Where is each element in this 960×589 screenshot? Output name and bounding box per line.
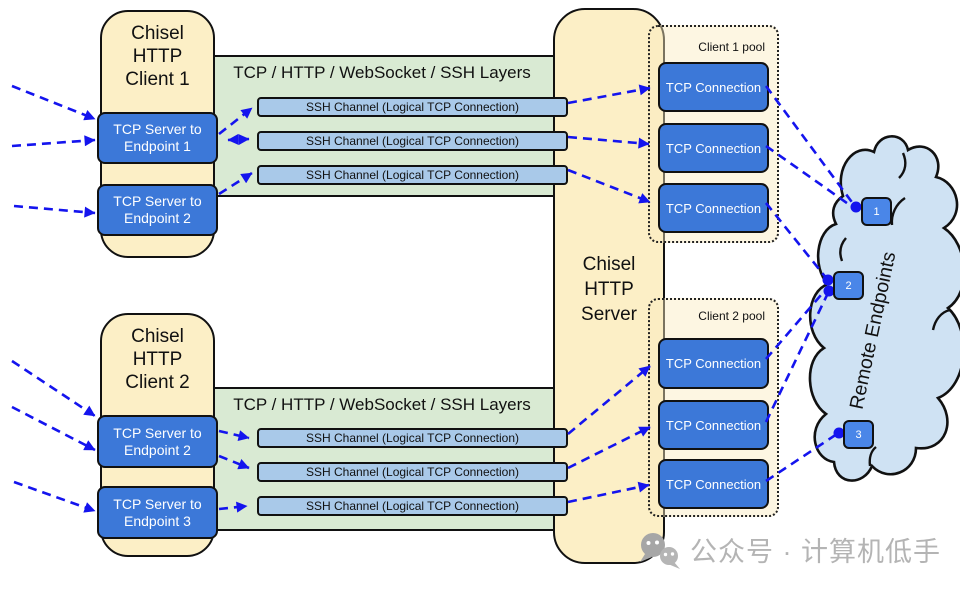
chisel-server-panel <box>553 8 665 564</box>
watermark-text: 公众号 · 计算机低手 <box>690 536 941 567</box>
endpoint-node-3: 3 <box>843 420 874 449</box>
tcp-connection-node: TCP Connection <box>658 400 769 450</box>
client-1-pool-label: Client 1 pool <box>698 40 765 54</box>
tcp-connection-node: TCP Connection <box>658 459 769 509</box>
tcp-connection-node: TCP Connection <box>658 62 769 112</box>
chisel-client-1-title: Chisel HTTP Client 1 <box>125 23 190 90</box>
tcp-server-endpoint-3-node: TCP Server to Endpoint 3 <box>97 486 218 539</box>
client-2-pool-label: Client 2 pool <box>698 309 765 323</box>
tcp-server-endpoint-1-node: TCP Server to Endpoint 1 <box>97 112 218 164</box>
endpoint-node-1: 1 <box>861 197 892 226</box>
ssh-channel-bar: SSH Channel (Logical TCP Connection) <box>257 496 568 516</box>
layers-band-2-title: TCP / HTTP / WebSocket / SSH Layers <box>233 395 531 414</box>
tcp-server-endpoint-2b-node: TCP Server to Endpoint 2 <box>97 415 218 468</box>
ssh-channel-bar: SSH Channel (Logical TCP Connection) <box>257 97 568 117</box>
ssh-channel-bar: SSH Channel (Logical TCP Connection) <box>257 131 568 151</box>
tcp-connection-node: TCP Connection <box>658 183 769 233</box>
chisel-client-2-title: Chisel HTTP Client 2 <box>125 326 190 393</box>
tcp-server-endpoint-2-node: TCP Server to Endpoint 2 <box>97 184 218 236</box>
tcp-connection-node: TCP Connection <box>658 123 769 173</box>
ssh-channel-bar: SSH Channel (Logical TCP Connection) <box>257 462 568 482</box>
endpoint-node-2: 2 <box>833 271 864 300</box>
endpoint-dots <box>822 201 862 439</box>
tcp-connection-node: TCP Connection <box>658 338 769 389</box>
ssh-channel-bar: SSH Channel (Logical TCP Connection) <box>257 165 568 185</box>
wechat-icon <box>640 533 680 569</box>
layers-band-1-title: TCP / HTTP / WebSocket / SSH Layers <box>233 63 531 82</box>
chisel-server-title: Chisel HTTP Server <box>581 254 637 325</box>
watermark: 公众号 · 计算机低手 <box>636 528 941 570</box>
ssh-channel-bar: SSH Channel (Logical TCP Connection) <box>257 428 568 448</box>
